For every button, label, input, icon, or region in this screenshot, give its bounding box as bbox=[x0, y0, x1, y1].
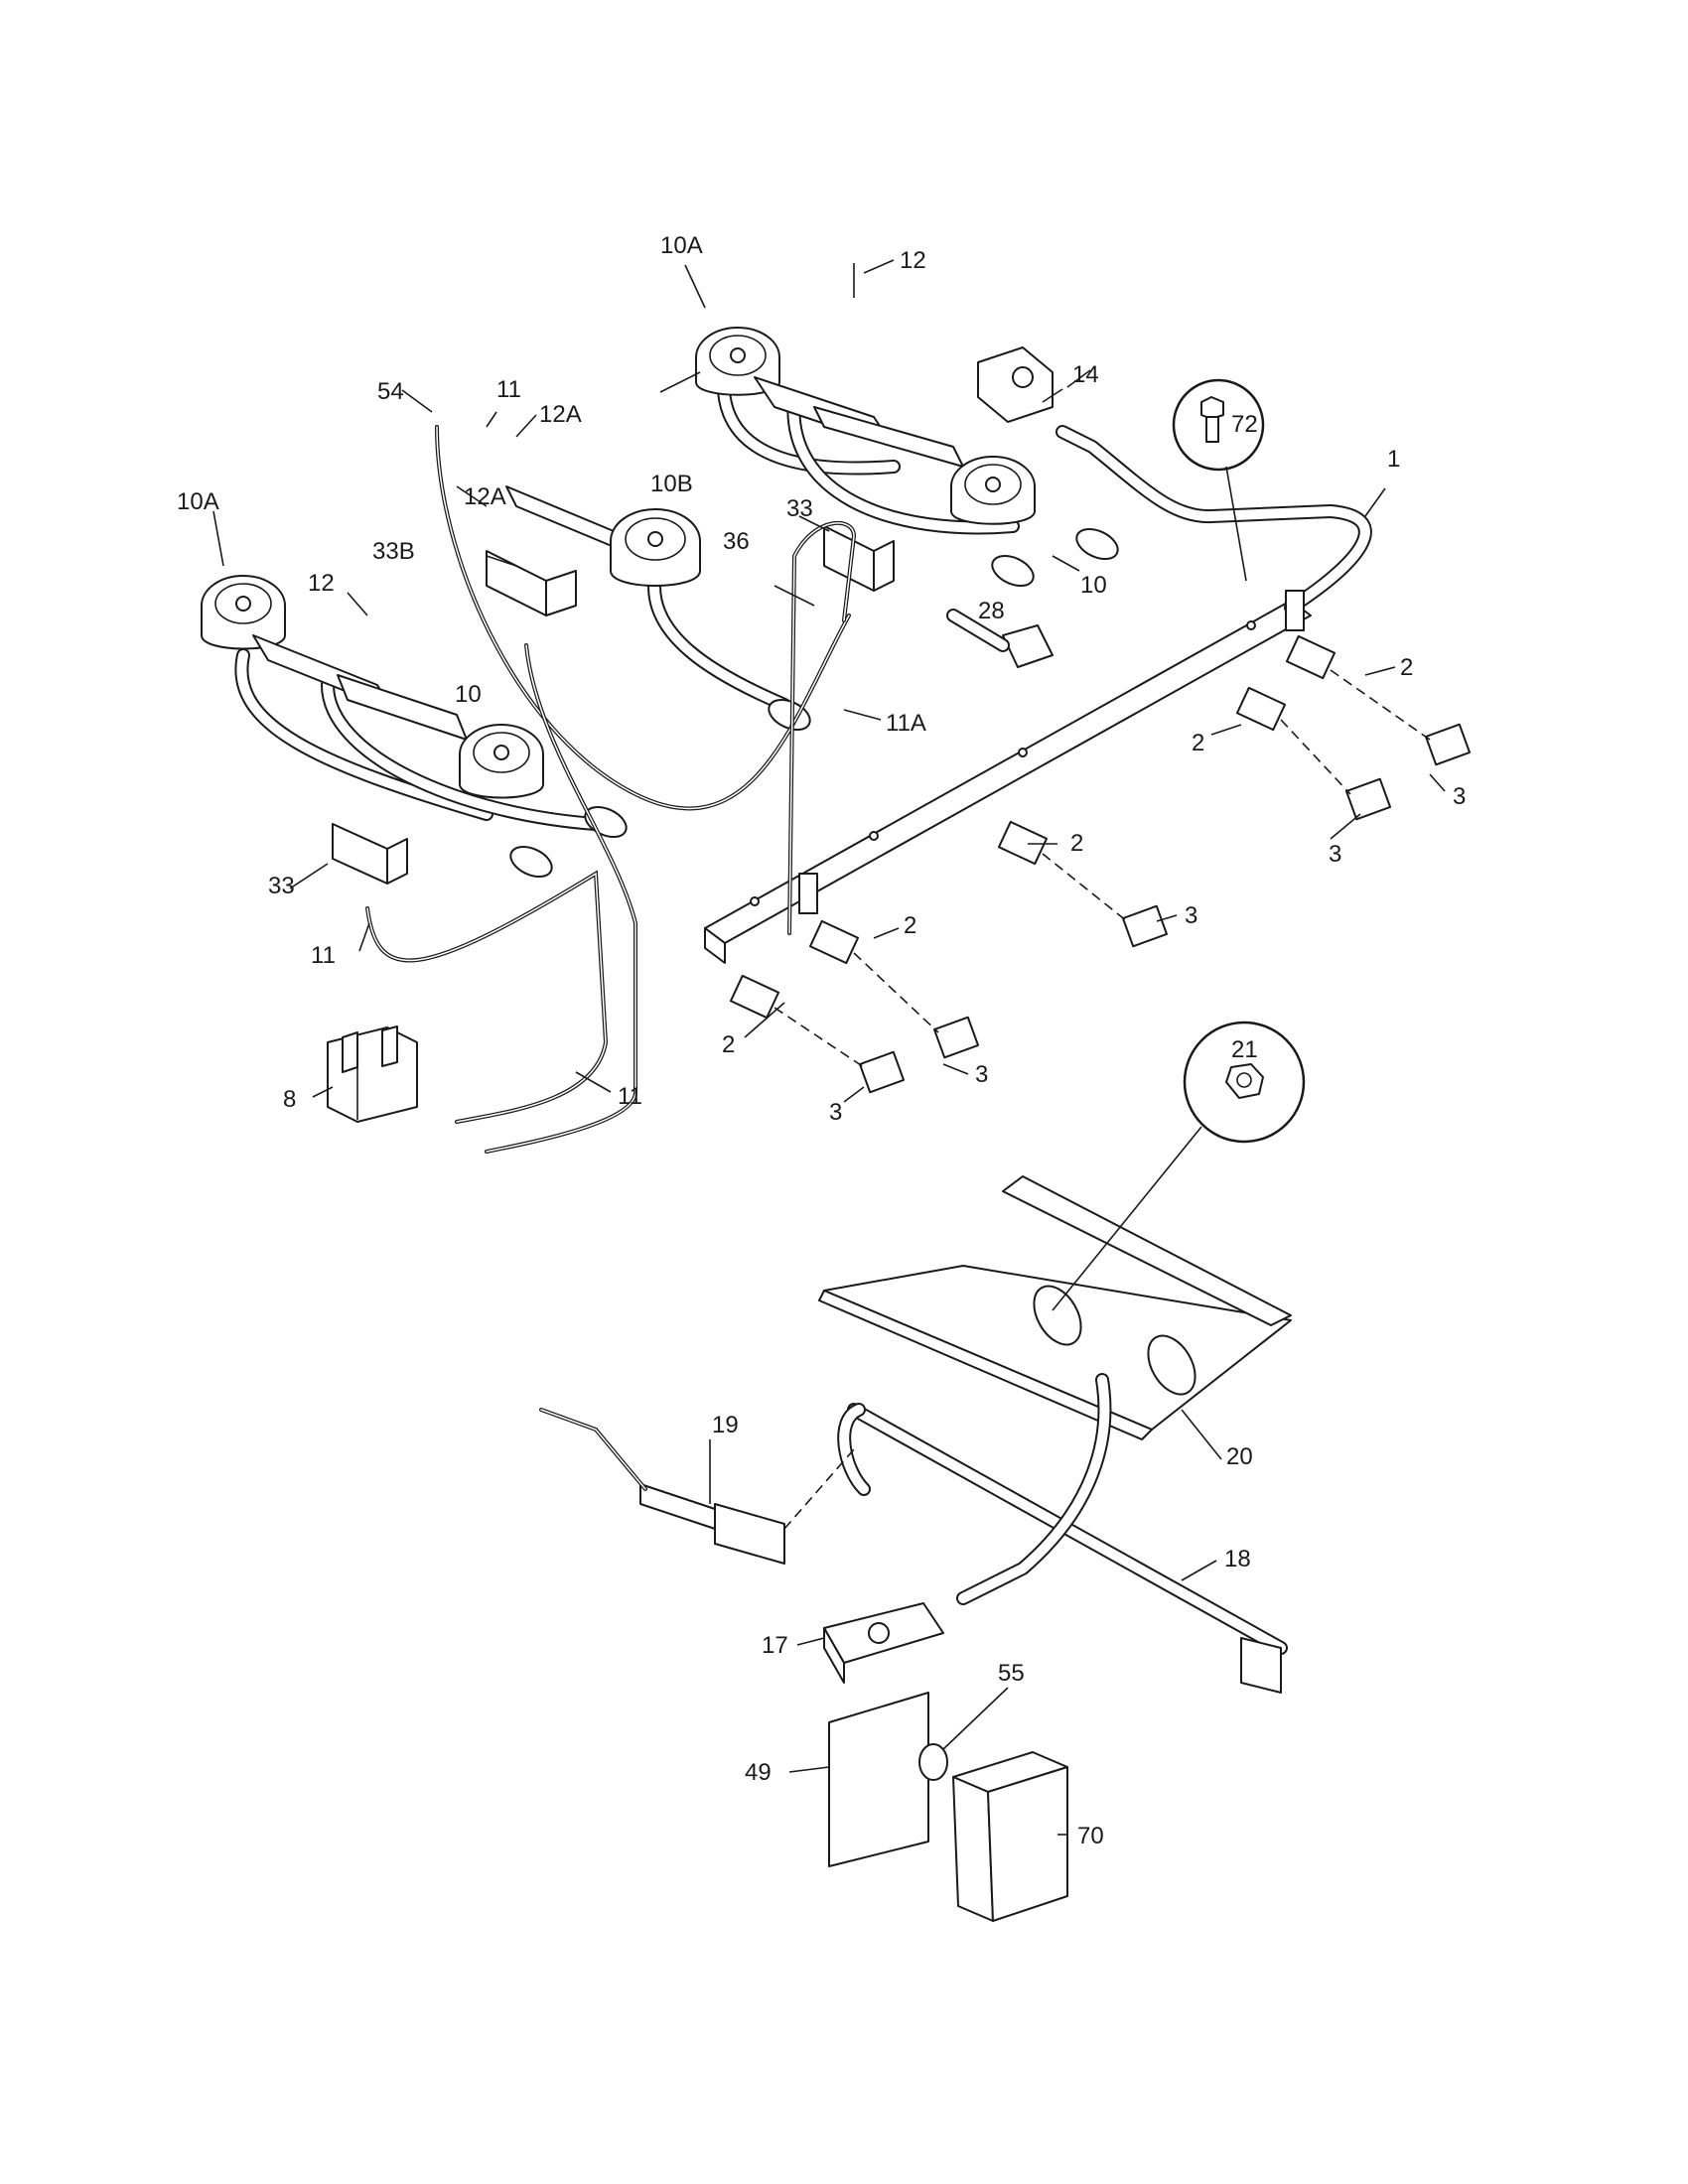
burner-right-rear bbox=[695, 327, 1119, 588]
label-18: 18 bbox=[1224, 1546, 1251, 1572]
label-14: 14 bbox=[1072, 361, 1099, 388]
label-12-b: 12 bbox=[900, 247, 926, 274]
label-11-c: 11 bbox=[618, 1083, 642, 1110]
label-10A-left: 10A bbox=[177, 488, 219, 515]
label-11-a: 11 bbox=[496, 376, 521, 403]
label-2-e: 2 bbox=[722, 1031, 735, 1058]
wires bbox=[365, 425, 857, 1154]
label-36: 36 bbox=[723, 528, 750, 555]
burner-middle bbox=[505, 485, 811, 732]
label-10-b: 10 bbox=[455, 681, 482, 708]
label-11-b: 11 bbox=[311, 942, 336, 969]
label-55: 55 bbox=[998, 1660, 1025, 1687]
label-3-b: 3 bbox=[1329, 841, 1341, 868]
label-10A-right: 10A bbox=[660, 232, 703, 259]
label-72: 72 bbox=[1231, 411, 1258, 438]
part-labels: 1 2 2 2 2 2 3 3 3 3 3 8 10 10 10A 10A 10… bbox=[177, 232, 1466, 1849]
safety-valve bbox=[823, 1602, 1068, 1922]
label-8: 8 bbox=[283, 1086, 296, 1113]
oven-igniter bbox=[539, 1408, 855, 1565]
label-1: 1 bbox=[1387, 446, 1400, 473]
label-19: 19 bbox=[712, 1412, 739, 1438]
label-2-c: 2 bbox=[1070, 830, 1083, 857]
oven-burner bbox=[837, 1373, 1288, 1694]
label-2-d: 2 bbox=[904, 912, 916, 939]
label-70: 70 bbox=[1077, 1823, 1104, 1849]
label-10-a: 10 bbox=[1080, 572, 1107, 599]
detail-circle-21 bbox=[1052, 1021, 1306, 1311]
label-12-a: 12 bbox=[308, 570, 335, 597]
igniter-brackets bbox=[332, 525, 895, 885]
label-28: 28 bbox=[978, 598, 1005, 624]
label-10B: 10B bbox=[650, 471, 693, 497]
leader-lines bbox=[212, 259, 1446, 1836]
label-21: 21 bbox=[1231, 1036, 1258, 1063]
baffle bbox=[818, 1175, 1292, 1440]
label-33-a: 33 bbox=[786, 495, 813, 522]
label-2-b: 2 bbox=[1192, 730, 1204, 756]
label-3-a: 3 bbox=[1453, 783, 1466, 810]
label-12A-a: 12A bbox=[539, 401, 582, 428]
label-3-c: 3 bbox=[1185, 902, 1197, 929]
label-3-e: 3 bbox=[829, 1099, 842, 1126]
detail-circle-72 bbox=[1172, 378, 1265, 582]
manifold-pipe bbox=[704, 425, 1372, 964]
label-33-b: 33 bbox=[268, 873, 295, 899]
label-33B: 33B bbox=[372, 538, 415, 565]
regulator bbox=[946, 346, 1054, 668]
label-49: 49 bbox=[745, 1759, 772, 1786]
valves bbox=[729, 634, 1472, 1094]
spark-module bbox=[327, 1025, 418, 1123]
burner-left bbox=[201, 575, 628, 879]
label-12A-b: 12A bbox=[464, 483, 506, 510]
label-54: 54 bbox=[377, 378, 404, 405]
label-2-a: 2 bbox=[1400, 654, 1413, 681]
label-11A: 11A bbox=[886, 710, 926, 737]
label-17: 17 bbox=[762, 1632, 788, 1659]
label-20: 20 bbox=[1226, 1443, 1253, 1470]
label-3-d: 3 bbox=[975, 1061, 988, 1088]
